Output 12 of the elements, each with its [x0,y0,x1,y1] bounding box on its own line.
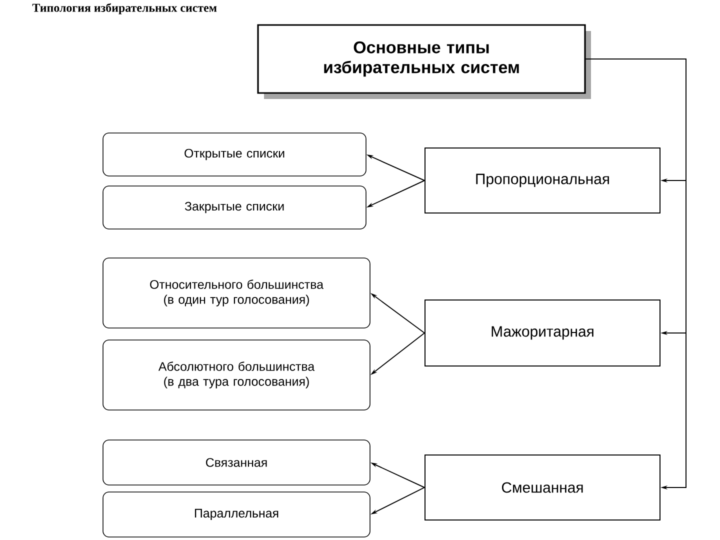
category-box: Смешанная [424,454,660,520]
category-box: Пропорциональная [424,148,660,214]
arrow [585,58,686,490]
heading-box: Основные типы избирательных систем [257,24,586,94]
subtype-box: Относительного большинства (в один тур голосования) [102,258,370,328]
subtype-box: Абсолютного большинства (в два тура голосования) [102,340,370,410]
title: Типология избирательных систем [32,3,217,14]
subtype-box: Закрытые списки [102,186,366,230]
category-box: Мажоритарная [424,300,660,366]
subtype-box: Открытые списки [102,132,366,176]
subtype-box: Связанная [102,440,370,486]
subtype-box: Параллельная [102,492,370,538]
